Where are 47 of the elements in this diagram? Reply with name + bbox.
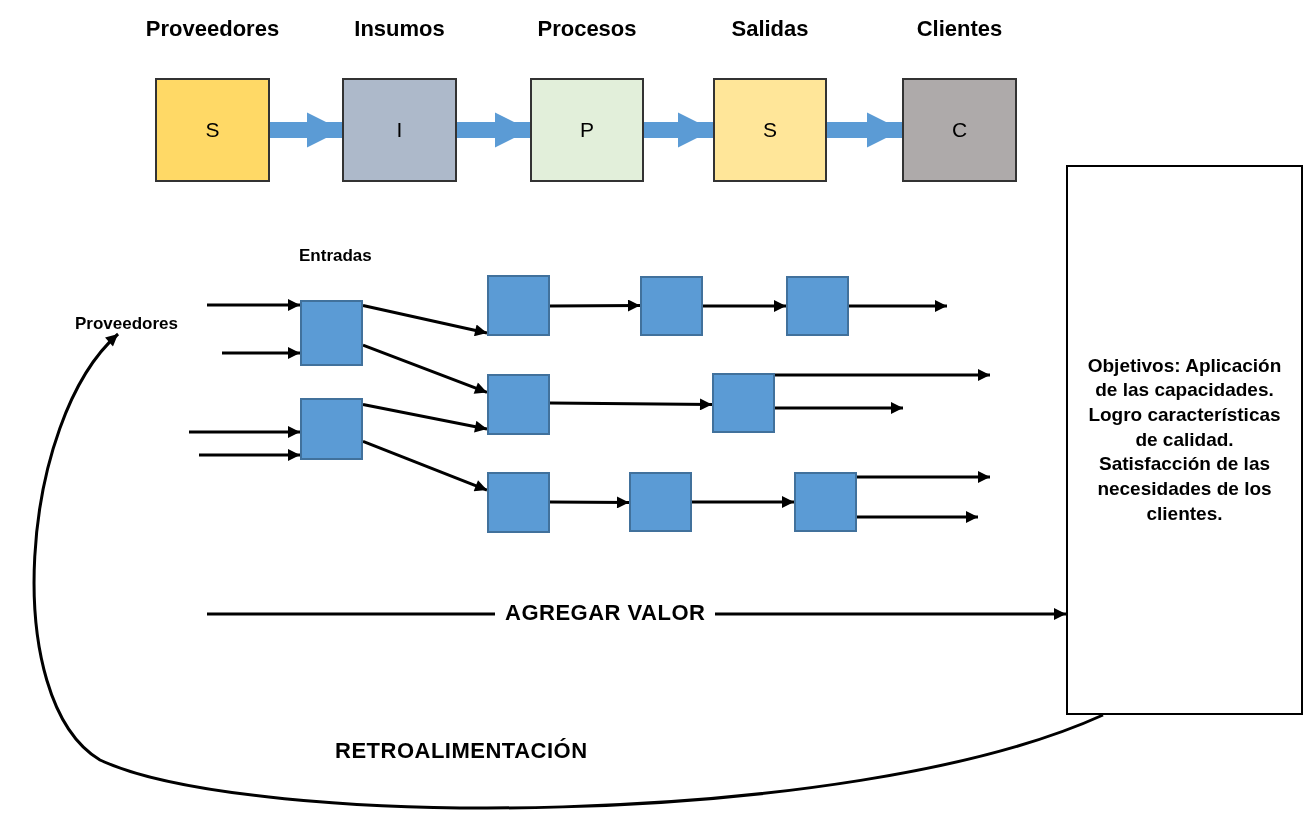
column-heading: Proveedores (145, 16, 280, 42)
block-arrow (270, 112, 342, 148)
arrow (692, 496, 794, 508)
column-heading: Clientes (916, 16, 1003, 42)
process-box (300, 398, 363, 460)
box-letter: P (580, 118, 594, 142)
arrow (857, 471, 990, 483)
process-box (640, 276, 703, 336)
arrow (189, 426, 300, 438)
arrow (849, 300, 947, 312)
section-label: Entradas (299, 246, 372, 266)
column-heading: Procesos (537, 16, 637, 42)
process-box (712, 373, 775, 433)
arrow (775, 402, 903, 414)
arrow (362, 440, 488, 492)
box-letter: S (205, 118, 220, 142)
arrow (703, 300, 786, 312)
feedback-arrow (33, 333, 1104, 810)
arrow (857, 511, 978, 523)
process-box (300, 300, 363, 366)
process-box (794, 472, 857, 532)
column-heading: Insumos (354, 16, 445, 42)
process-box (487, 472, 550, 533)
arrow (222, 347, 300, 359)
arrow (199, 449, 300, 461)
box-letter: C (951, 118, 968, 142)
arrow (207, 299, 300, 311)
node-label: Proveedores (75, 314, 178, 334)
block-arrow (457, 112, 530, 148)
process-box (487, 374, 550, 435)
process-box (487, 275, 550, 336)
arrow (550, 299, 640, 312)
objectives-box (1066, 165, 1303, 715)
process-box (629, 472, 692, 532)
arrow (362, 343, 488, 394)
column-heading: Salidas (731, 16, 809, 42)
block-arrow (644, 112, 713, 148)
arrow (550, 496, 629, 509)
process-box (786, 276, 849, 336)
arrow (550, 398, 712, 411)
box-letter: S (763, 118, 777, 142)
block-arrow (827, 112, 902, 148)
arrow (362, 304, 488, 337)
arrow (775, 369, 990, 381)
box-letter: I (396, 118, 403, 142)
objectives-text: Objetivos: Aplicación de las capacidades. Logro características de calidad. Satisfacción de las necesidades de los clientes. (1086, 353, 1283, 526)
arrow (362, 403, 488, 433)
